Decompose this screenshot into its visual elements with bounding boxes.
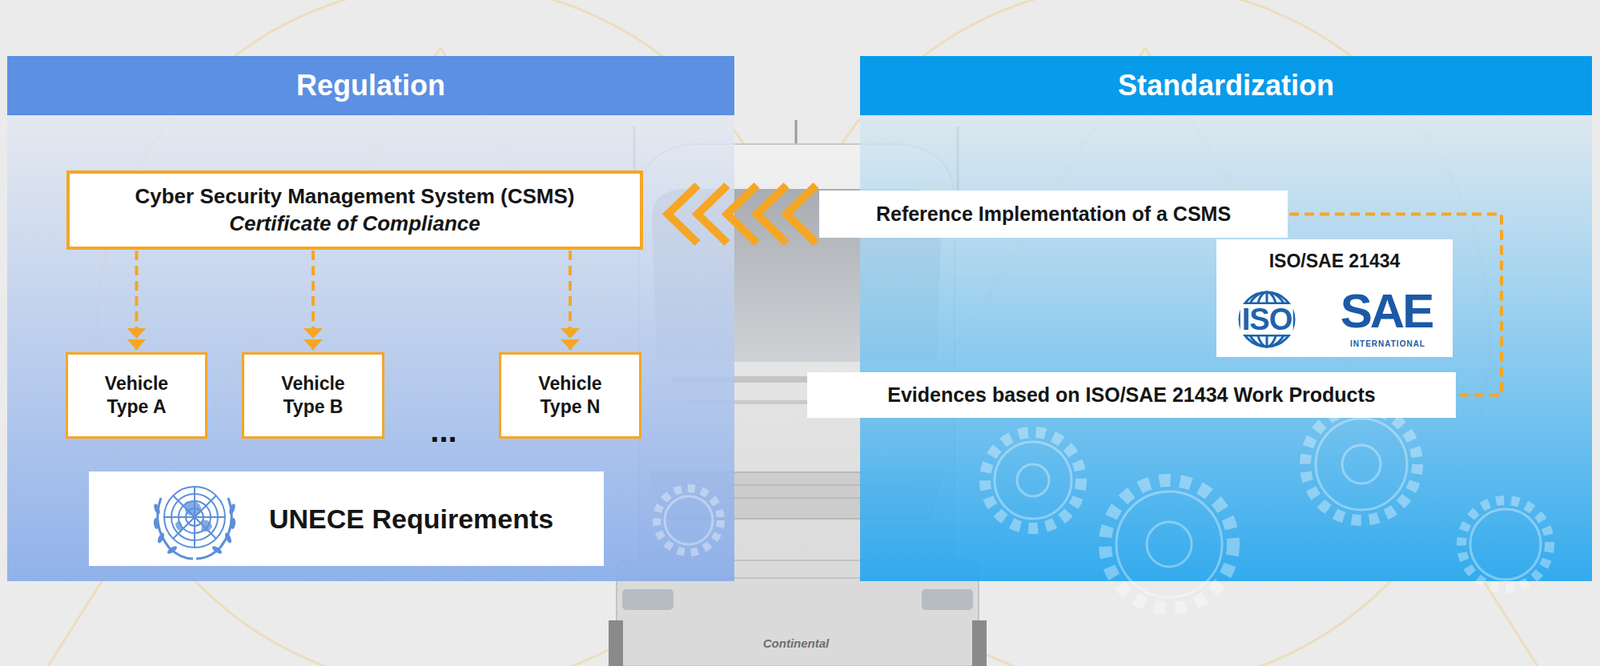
logo-text: INTERNATIONAL bbox=[1350, 340, 1426, 349]
dashed-arrow bbox=[311, 250, 315, 350]
vehicle-box: Vehicle Type N bbox=[498, 352, 642, 439]
gear-decor bbox=[656, 408, 1550, 609]
box-text: Evidences based on ISO/SAE 21434 Work Pr… bbox=[887, 382, 1376, 408]
standard-box: ISO/SAE 21434ISO SAE INTERNATIONAL bbox=[1216, 239, 1453, 358]
brand-text: Continental bbox=[763, 637, 830, 650]
panel-body bbox=[860, 115, 1592, 582]
panel-body bbox=[7, 115, 735, 582]
panel: Reference Implementation of a CSMS ISO/S… bbox=[860, 56, 1592, 582]
box-subtext: Certificate of Compliance bbox=[229, 210, 481, 238]
requirements-box: UNECE Requirements bbox=[88, 471, 604, 567]
dashed-arrow bbox=[568, 250, 572, 350]
vehicle-box: Vehicle Type B bbox=[241, 352, 385, 439]
process-box: Reference Implementation of a CSMS bbox=[819, 190, 1288, 238]
dashed-arrow bbox=[135, 250, 139, 350]
box-text: Cyber Security Management System (CSMS) bbox=[134, 183, 575, 211]
box-text: ISO/SAE 21434 bbox=[1269, 250, 1401, 273]
vehicle-box: Vehicle Type A bbox=[65, 352, 208, 439]
certificate-box: Cyber Security Management System (CSMS)C… bbox=[66, 170, 644, 250]
panel-heading: Regulation bbox=[7, 56, 735, 116]
ellipsis: ... bbox=[430, 414, 457, 447]
process-box: Evidences based on ISO/SAE 21434 Work Pr… bbox=[807, 372, 1456, 419]
box-text: Vehicle Type N bbox=[523, 372, 617, 419]
box-text: Vehicle Type A bbox=[90, 372, 183, 419]
panel: Cyber Security Management System (CSMS)C… bbox=[7, 56, 735, 582]
logo-text: ISO bbox=[1240, 304, 1294, 335]
box-text: UNECE Requirements bbox=[269, 503, 554, 535]
panel-heading: Standardization bbox=[860, 56, 1592, 116]
un-emblem bbox=[146, 470, 243, 567]
box-text: Reference Implementation of a CSMS bbox=[876, 201, 1231, 227]
chevron-arrow bbox=[667, 185, 817, 244]
box-text: Vehicle Type B bbox=[266, 372, 360, 419]
logo-text: SAE bbox=[1340, 287, 1432, 336]
